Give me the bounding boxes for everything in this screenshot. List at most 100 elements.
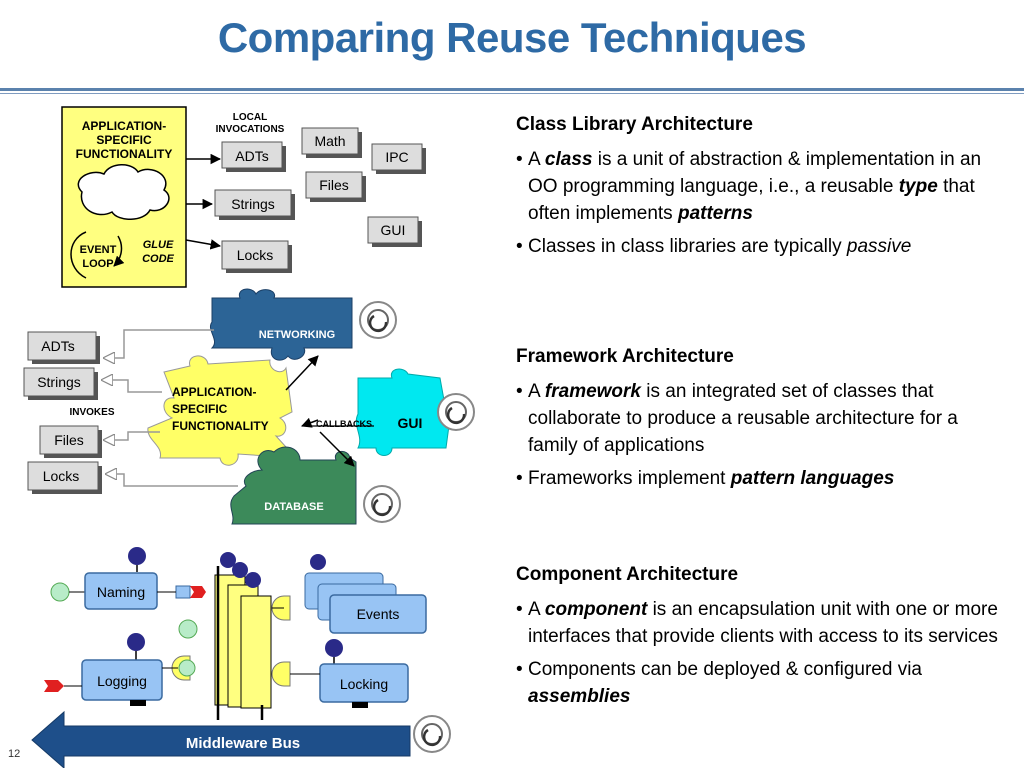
class-library-heading: Class Library Architecture — [516, 114, 753, 135]
events-label: Events — [357, 606, 400, 622]
gui-gear-icon — [436, 392, 476, 432]
logging-facet-icon — [178, 659, 196, 677]
gui-puzzle-piece — [355, 368, 458, 456]
callbacks-label: CALLBACKS — [316, 419, 372, 429]
box-gui: GUI — [367, 216, 422, 247]
box-math: Math — [301, 127, 362, 158]
callbacks-arrow-db — [319, 431, 355, 467]
naming-label: Naming — [97, 584, 145, 600]
fw-app-label-2: SPECIFIC — [172, 402, 228, 416]
local-invocations-label-2: INVOCATIONS — [216, 124, 285, 135]
component-bullet-1: A component is an encapsulation unit wit… — [516, 596, 1006, 650]
callbacks-arrow — [301, 417, 319, 428]
emphasis-patterns: patterns — [677, 203, 753, 224]
box-files: Files — [305, 171, 366, 202]
event-label-1: EVENT — [80, 244, 117, 256]
networking-puzzle-piece — [210, 288, 353, 361]
logging-event-source-icon — [44, 680, 64, 692]
framework-section: Framework Architecture A framework is an… — [516, 346, 1006, 498]
box-strings-label: Strings — [231, 196, 275, 212]
text-run: Classes in class libraries are typically — [528, 236, 847, 257]
networking-label: NETWORKING — [259, 329, 335, 341]
box-adts: ADTs — [221, 141, 286, 172]
box-gui-label: GUI — [381, 222, 406, 238]
invoke-arrow-adts — [104, 329, 214, 358]
component-heading: Component Architecture — [516, 564, 739, 585]
glue-label-2: CODE — [142, 253, 174, 265]
component-diagram: Naming Events Logging Locking — [31, 547, 452, 768]
invoke-arrow-strings — [102, 380, 162, 393]
locking-receptacle-icon — [271, 661, 291, 687]
box-math-label: Math — [314, 133, 345, 149]
title-rule — [0, 88, 1024, 91]
logging-interface-icon — [127, 633, 145, 651]
text-run: Components can be deployed & configured … — [528, 659, 922, 680]
container-stack-3 — [240, 595, 272, 709]
text-run: Frameworks implement — [528, 468, 731, 489]
class-library-bullet-2: Classes in class libraries are typically… — [516, 233, 1006, 260]
invokes-label: INVOKES — [69, 407, 114, 418]
text-run: A — [528, 599, 545, 620]
app-box-label-3: FUNCTIONALITY — [76, 147, 173, 161]
bus-gear-icon — [412, 714, 452, 754]
emphasis-pattern-languages: pattern languages — [730, 468, 895, 489]
events-interface-icon — [310, 554, 326, 570]
emphasis-assemblies: assemblies — [528, 686, 631, 707]
emphasis-component: component — [544, 599, 648, 620]
fw-box-adts: ADTs — [27, 331, 100, 364]
component-bullet-2: Components can be deployed & configured … — [516, 656, 1006, 710]
app-box-label-2: SPECIFIC — [96, 133, 152, 147]
locking-interface-icon — [325, 639, 343, 657]
framework-heading: Framework Architecture — [516, 346, 734, 367]
framework-bullet-2: Frameworks implement pattern languages — [516, 465, 1006, 492]
box-locks: Locks — [221, 240, 292, 273]
middleware-bus — [31, 710, 411, 768]
text-run: is a unit of abstraction & implementatio… — [528, 149, 982, 197]
interface-dot — [220, 552, 236, 568]
emphasis-framework: framework — [544, 381, 642, 402]
box-ipc-label: IPC — [385, 149, 408, 165]
local-invocations-label-1: LOCAL — [233, 112, 267, 123]
locking-label: Locking — [340, 676, 388, 692]
box-ipc: IPC — [371, 143, 426, 174]
facet-icon — [178, 619, 198, 639]
fw-app-label-3: FUNCTIONALITY — [172, 419, 269, 433]
naming-receptacle-icon — [175, 585, 191, 599]
text-run: A — [528, 149, 545, 170]
class-library-section: Class Library Architecture A class is a … — [516, 114, 1006, 266]
locking-sink — [352, 702, 368, 708]
networking-gear-icon — [358, 300, 398, 340]
middleware-bus-label: Middleware Bus — [186, 735, 300, 752]
component-section: Component Architecture A component is an… — [516, 564, 1006, 716]
event-label-2: LOOP — [82, 258, 113, 270]
event-loop-arrow-2 — [113, 235, 125, 267]
naming-interface-icon — [128, 547, 146, 565]
database-label: DATABASE — [264, 501, 323, 513]
naming-facet-icon — [50, 582, 70, 602]
text-run: is an encapsulation unit with one or mor… — [528, 599, 998, 647]
cloud-shape — [77, 164, 170, 220]
app-box-label-1: APPLICATION- — [82, 119, 166, 133]
box-locks-label: Locks — [237, 247, 274, 263]
framework-diagram: NETWORKING APPLICATION- SPECIFIC FUNCTIO… — [23, 288, 476, 525]
fw-app-label-1: APPLICATION- — [172, 385, 256, 399]
fw-box-locks-label: Locks — [43, 468, 80, 484]
events-component — [329, 594, 427, 634]
page-number: 12 — [8, 748, 21, 760]
box-strings: Strings — [214, 189, 295, 220]
logging-sink — [130, 700, 146, 706]
text-run: A — [528, 381, 545, 402]
class-library-diagram: APPLICATION- SPECIFIC FUNCTIONALITY EVEN… — [61, 106, 426, 288]
emphasis-type: type — [898, 176, 938, 197]
text-run: is an integrated set of classes that col… — [528, 381, 958, 456]
database-puzzle-piece — [230, 446, 357, 525]
fw-box-adts-label: ADTs — [41, 338, 74, 354]
callbacks-arrow-net — [285, 355, 319, 391]
interface-dot — [245, 572, 261, 588]
framework-bullet-1: A framework is an integrated set of clas… — [516, 378, 1006, 459]
fw-box-strings: Strings — [23, 367, 98, 400]
text-run: that often implements — [528, 176, 975, 224]
invoke-arrow-locks — [106, 474, 238, 487]
database-gear-icon — [362, 484, 402, 524]
fw-box-files: Files — [39, 425, 102, 458]
